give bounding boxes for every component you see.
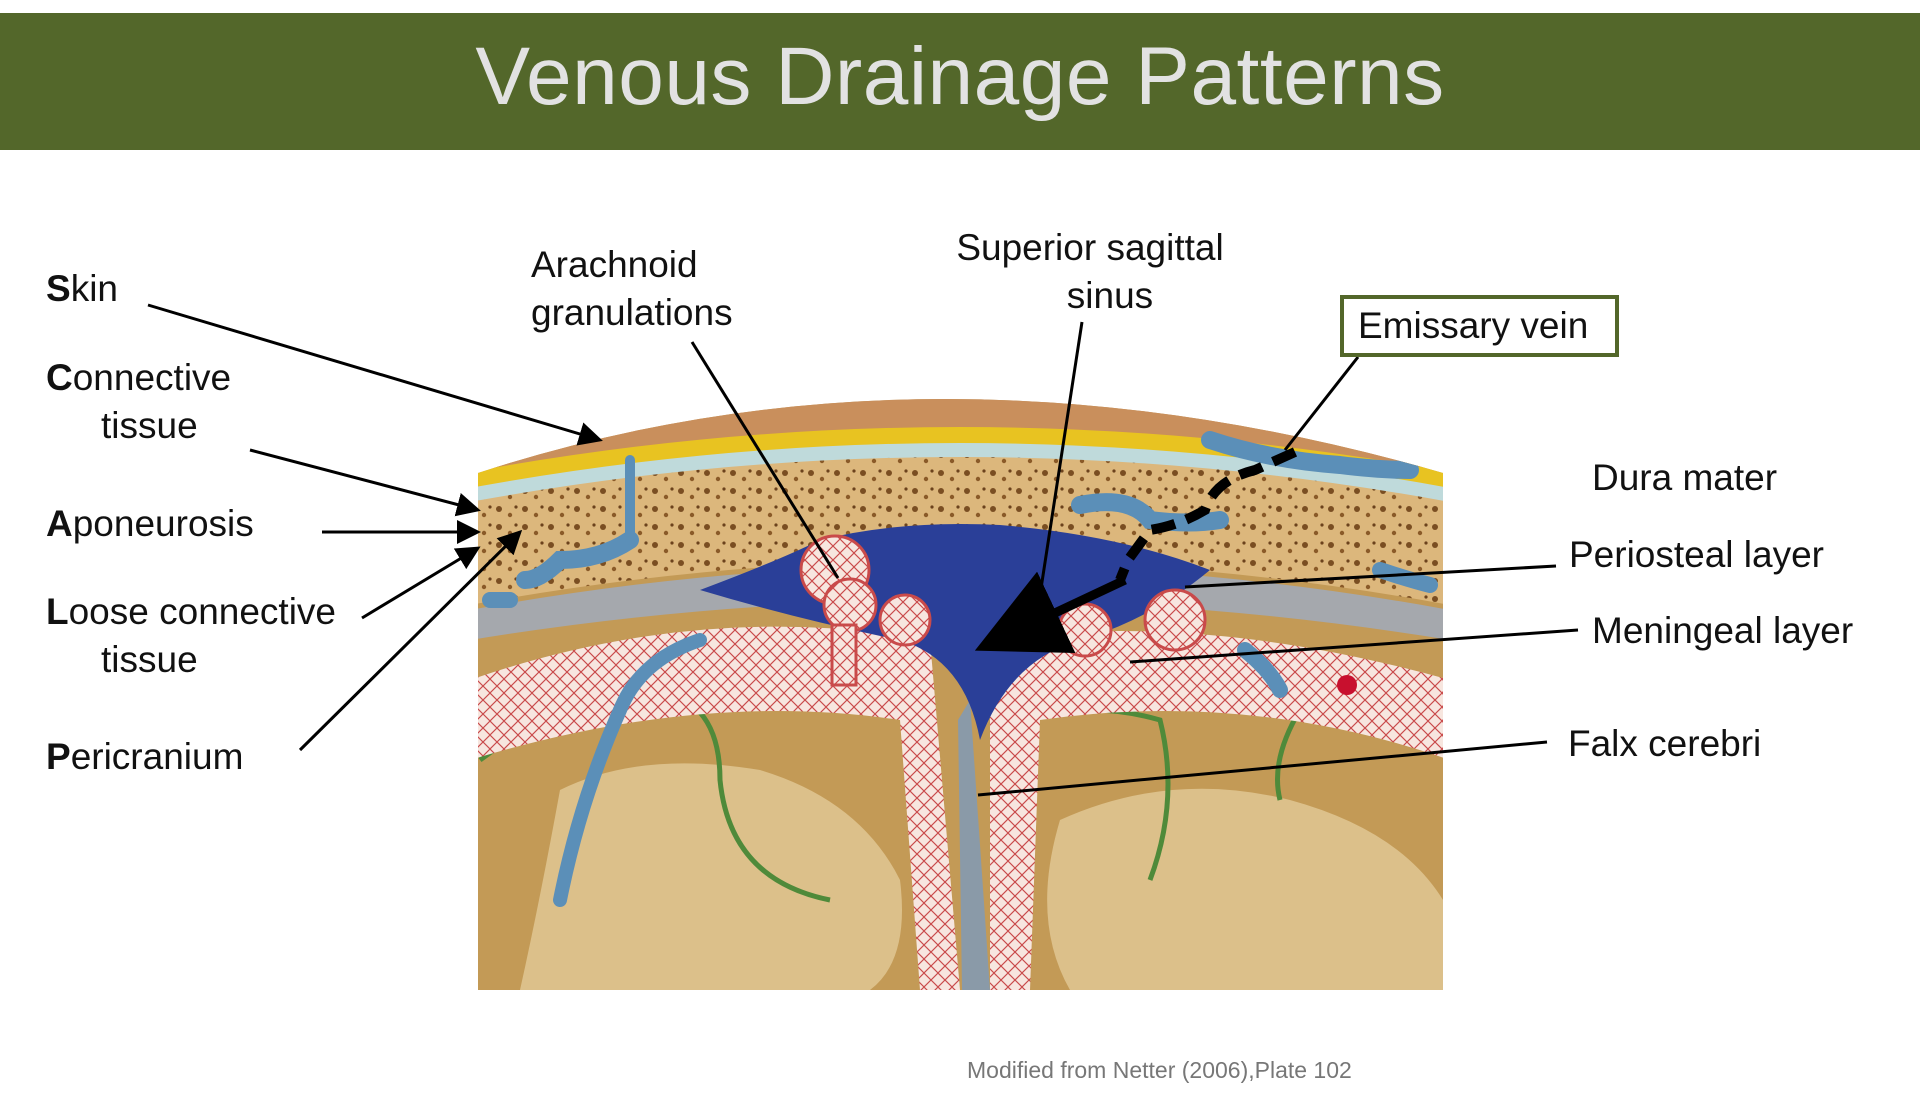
white-matter-left <box>520 763 902 990</box>
label-connective-tissue: Connective <box>46 357 232 398</box>
emissary-vein-path <box>1115 447 1298 582</box>
label-periosteal-layer: Periosteal layer <box>1569 534 1825 575</box>
label-superior-sagittal-sinus-line2: sinus <box>1066 275 1154 316</box>
label-dura-mater: Dura mater <box>1592 457 1778 498</box>
dura-mater-band <box>478 565 1443 640</box>
label-falx-cerebri: Falx cerebri <box>1568 723 1762 764</box>
skin-leader <box>147 303 603 446</box>
label-connective-tissue-line2: tissue <box>101 405 198 446</box>
leader-lines <box>147 303 1579 797</box>
label-loose-connective-tissue-line2: tissue <box>101 639 198 680</box>
subarachnoid-space-left <box>478 626 960 990</box>
label-superior-sagittal-sinus: Superior sagittal <box>956 227 1224 268</box>
meningeal-artery <box>1337 675 1357 695</box>
sinus-leader <box>1036 321 1084 609</box>
diploic-veins <box>482 431 1438 907</box>
periosteal-leader <box>1184 564 1557 589</box>
anatomy-panel <box>478 399 1443 990</box>
arachnoid-leader <box>690 341 840 579</box>
label-arachnoid-granulations: Arachnoid <box>531 244 698 285</box>
loose-connective-layer <box>478 440 1443 502</box>
slide-title: Venous Drainage Patterns <box>475 30 1445 122</box>
label-loose-connective-tissue: Loose connective <box>46 591 337 632</box>
white-matter-right <box>1047 788 1443 990</box>
label-emissary-vein: Emissary vein <box>1340 295 1619 357</box>
loose-leader <box>361 546 481 620</box>
drainage-arrow <box>974 571 1127 654</box>
falx-leader <box>977 740 1548 797</box>
subarachnoid-space-right <box>990 631 1443 990</box>
falx-cerebri <box>958 700 990 990</box>
title-bar: Venous Drainage Patterns <box>0 13 1920 150</box>
pericranium-leader <box>298 529 523 752</box>
label-skin: Skin <box>46 268 118 309</box>
label-pericranium: Pericranium <box>46 736 244 777</box>
emissary-leader <box>1283 356 1360 451</box>
meningeal-leader <box>1129 628 1579 664</box>
label-meningeal-layer: Meningeal layer <box>1592 610 1854 651</box>
label-arachnoid-granulations-line2: granulations <box>531 292 733 333</box>
label-aponeurosis: Aponeurosis <box>46 503 254 544</box>
arachnoid-granulation-left <box>799 534 932 687</box>
image-credit: Modified from Netter (2006),Plate 102 <box>967 1057 1352 1083</box>
connective-leader <box>249 448 481 517</box>
